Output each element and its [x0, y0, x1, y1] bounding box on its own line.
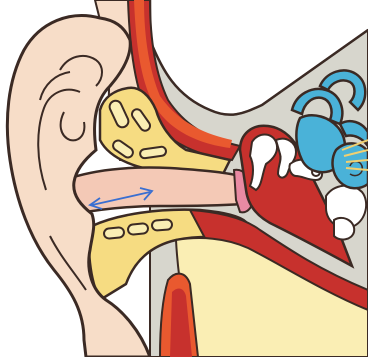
cartilage-segment	[104, 227, 125, 239]
round-window	[334, 218, 354, 240]
cartilage-segment	[128, 223, 149, 235]
cartilage-segment	[152, 219, 173, 230]
